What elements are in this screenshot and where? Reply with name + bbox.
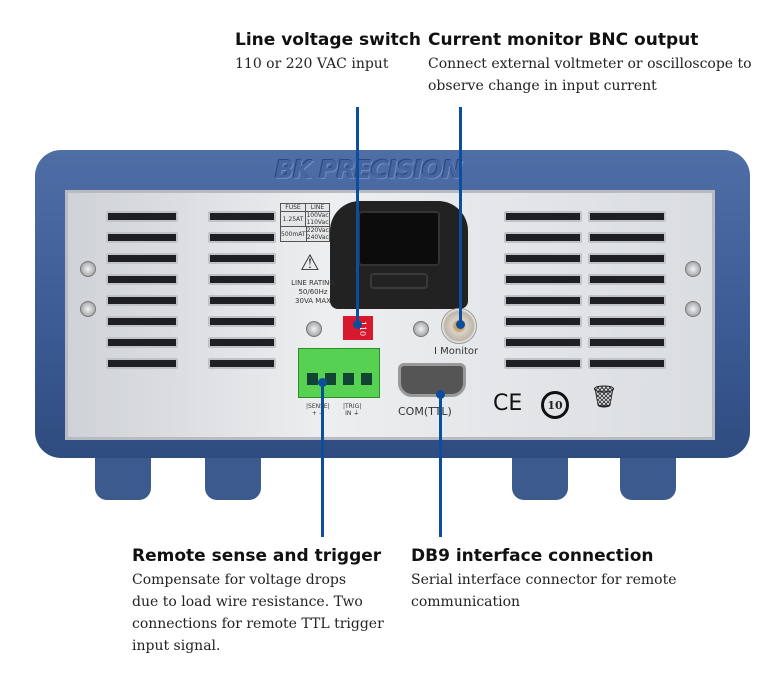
weee-bin-icon: 🗑: [590, 385, 618, 410]
screw: [685, 301, 701, 317]
power-inlet[interactable]: [330, 201, 468, 309]
remote-sense-title: Remote sense and trigger: [132, 546, 382, 566]
db9-connector[interactable]: [398, 363, 466, 397]
brand-logo: BK PRECISION: [275, 155, 463, 184]
line-rating-label: LINE RATING: [291, 279, 335, 287]
sense-polarity: + −: [311, 410, 324, 417]
foot: [95, 455, 151, 500]
screw: [80, 261, 96, 277]
pointer-dot: [456, 320, 465, 329]
vent-slot: [504, 358, 582, 369]
vent-slot: [208, 232, 276, 243]
vent-slot: [504, 274, 582, 285]
line-voltage-title: Line voltage switch: [235, 30, 421, 50]
bnc-label: I Monitor: [434, 346, 479, 357]
vent-slot: [208, 253, 276, 264]
vent-slot: [588, 337, 666, 348]
ce-mark: CE: [493, 391, 523, 416]
fuse-header: FUSE: [285, 204, 301, 211]
vent-slot: [588, 274, 666, 285]
sense-label: |SENSE|+ −: [306, 403, 330, 417]
fuse-drawer[interactable]: [370, 273, 428, 289]
vent-slot: [504, 316, 582, 327]
vent-slot: [504, 295, 582, 306]
vent-slot: [106, 337, 178, 348]
vent-slot: [588, 358, 666, 369]
sense-text: |SENSE|: [306, 403, 330, 410]
vent-slot: [208, 358, 276, 369]
screw: [413, 321, 429, 337]
remote-sense-desc-4: input signal.: [132, 638, 221, 654]
vent-slot: [588, 316, 666, 327]
db9-label: COM(TTL): [398, 405, 452, 418]
bnc-connector[interactable]: [441, 308, 477, 344]
trig-label: |TRIG|IN ⏚: [343, 403, 361, 417]
current-monitor-desc-1: Connect external voltmeter or oscillosco…: [428, 56, 752, 72]
vent-slot: [106, 211, 178, 222]
line-header: LINE: [305, 204, 329, 211]
screw: [685, 261, 701, 277]
remote-sense-desc-1: Compensate for voltage drops: [132, 572, 347, 588]
line-rating-power: 30VA MAX: [295, 297, 331, 305]
vent-slot: [106, 316, 178, 327]
vent-slot: [588, 295, 666, 306]
trig-text: |TRIG|: [343, 403, 362, 410]
vent-slot: [106, 295, 178, 306]
terminal-block[interactable]: [298, 348, 380, 398]
remote-sense-pointer: [321, 382, 324, 537]
vent-slot: [588, 211, 666, 222]
vent-slot: [588, 253, 666, 264]
pointer-dot: [353, 320, 362, 329]
db9-desc-2: communication: [411, 594, 521, 610]
vent-slot: [504, 211, 582, 222]
vent-slot: [208, 211, 276, 222]
current-monitor-pointer: [459, 107, 462, 325]
screw: [306, 321, 322, 337]
db9-desc-1: Serial interface connector for remote: [411, 572, 677, 588]
current-monitor-desc-2: observe change in input current: [428, 78, 657, 94]
vent-slot: [504, 337, 582, 348]
remote-sense-desc-2: due to load wire resistance. Two: [132, 594, 363, 610]
line-voltage-desc: 110 or 220 VAC input: [235, 56, 389, 72]
vent-slot: [106, 232, 178, 243]
fuse-value: 1.25AT: [282, 215, 304, 223]
vent-slot: [106, 274, 178, 285]
foot: [512, 455, 568, 500]
rohs-10-mark: 10: [541, 391, 569, 419]
screw: [80, 301, 96, 317]
vent-slot: [106, 253, 178, 264]
foot: [205, 455, 261, 500]
remote-sense-desc-3: connections for remote TTL trigger: [132, 616, 384, 632]
fuse-value: 500mAT: [281, 230, 306, 238]
vent-slot: [208, 337, 276, 348]
pointer-dot: [436, 390, 445, 399]
vent-slot: [588, 232, 666, 243]
line-value: 220Vac 240Vac: [305, 227, 329, 241]
vent-slot: [504, 232, 582, 243]
foot: [620, 455, 676, 500]
line-rating-freq: 50/60Hz: [298, 288, 328, 296]
db9-pointer: [439, 395, 442, 537]
db9-title: DB9 interface connection: [411, 546, 654, 566]
vent-slot: [504, 253, 582, 264]
line-voltage-pointer: [356, 107, 359, 325]
vent-slot: [208, 274, 276, 285]
vent-slot: [208, 295, 276, 306]
line-value: 100Vac 110Vac: [305, 212, 329, 226]
pointer-dot: [318, 378, 327, 387]
current-monitor-title: Current monitor BNC output: [428, 30, 699, 50]
vent-slot: [106, 358, 178, 369]
warning-icon: ⚠: [300, 251, 320, 276]
vent-slot: [208, 316, 276, 327]
line-rating: LINE RATING 50/60Hz 30VA MAX: [283, 279, 343, 306]
trig-polarity: IN ⏚: [345, 410, 360, 417]
